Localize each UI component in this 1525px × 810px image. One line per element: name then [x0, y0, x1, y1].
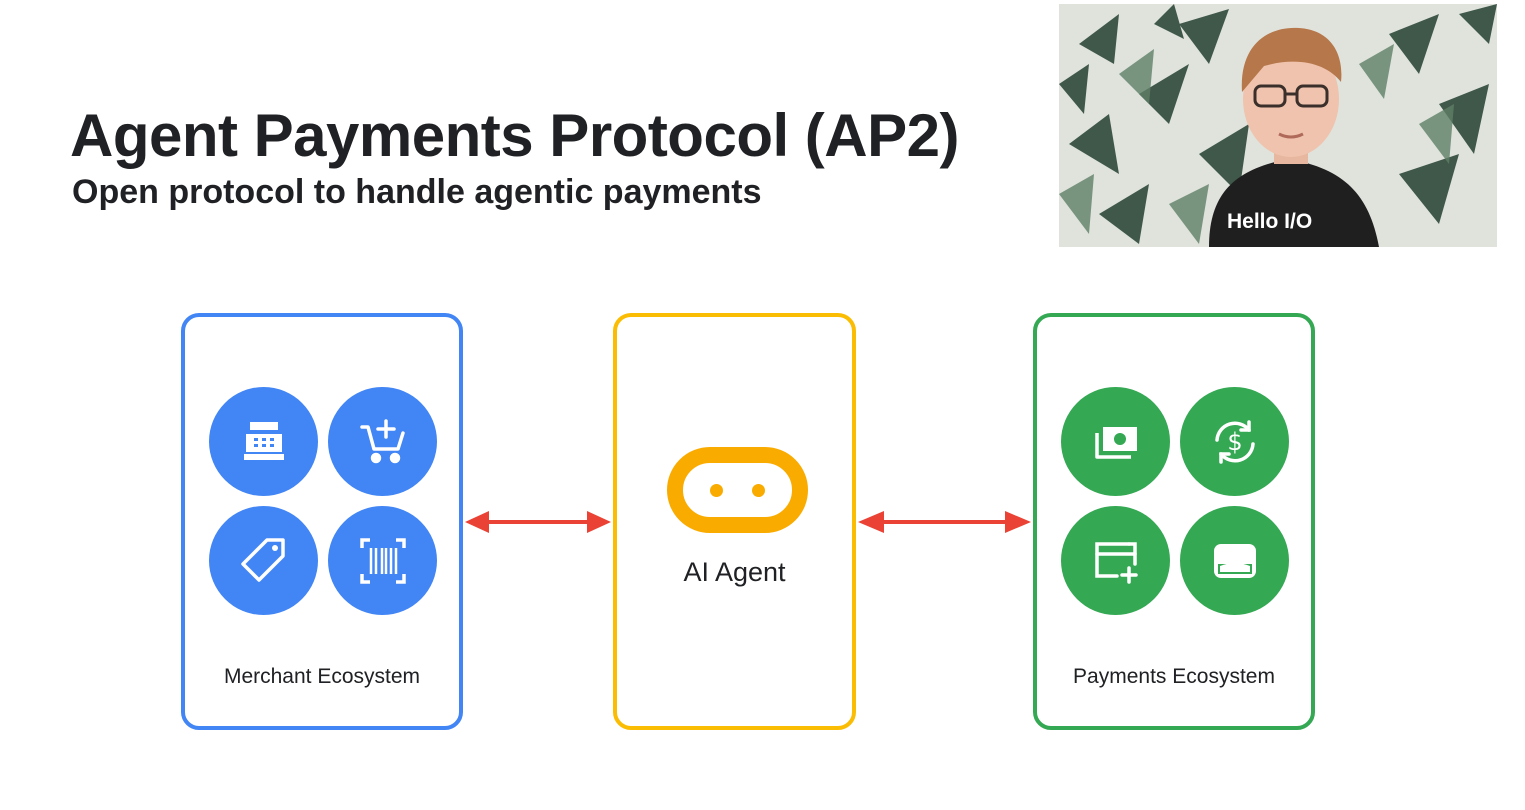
- merchant-agent-connector: [465, 511, 611, 533]
- shirt-text: Hello I/O: [1227, 210, 1313, 233]
- robot-eye-right: [752, 484, 765, 497]
- merchant-ecosystem-label: Merchant Ecosystem: [223, 665, 421, 688]
- agent-payments-connector: [858, 511, 1031, 533]
- slide-subtitle: Open protocol to handle agentic payments: [72, 173, 762, 211]
- add-to-cart-icon: [328, 387, 437, 496]
- barcode-scan-icon: [328, 506, 437, 615]
- payments-ecosystem-panel: $ Payments Ecosystem: [1033, 313, 1315, 730]
- payments-ecosystem-label: Payments Ecosystem: [1073, 665, 1275, 688]
- ai-agent-label: AI Agent: [683, 557, 786, 587]
- cash-register-icon: [209, 387, 318, 496]
- presenter-video-frame: [1059, 4, 1497, 247]
- currency-exchange-icon: $: [1180, 387, 1289, 496]
- robot-face-icon: [667, 447, 808, 533]
- svg-text:$: $: [1227, 428, 1242, 456]
- presenter-video[interactable]: Hello I/O: [1059, 4, 1497, 247]
- cash-payment-icon: [1061, 387, 1170, 496]
- add-card-icon: [1061, 506, 1170, 615]
- wallet-icon: [1180, 506, 1289, 615]
- price-tag-icon: [209, 506, 318, 615]
- merchant-ecosystem-panel: Merchant Ecosystem: [181, 313, 463, 730]
- ai-agent-panel: AI Agent: [613, 313, 856, 730]
- robot-eye-left: [710, 484, 723, 497]
- slide-title: Agent Payments Protocol (AP2): [70, 102, 960, 169]
